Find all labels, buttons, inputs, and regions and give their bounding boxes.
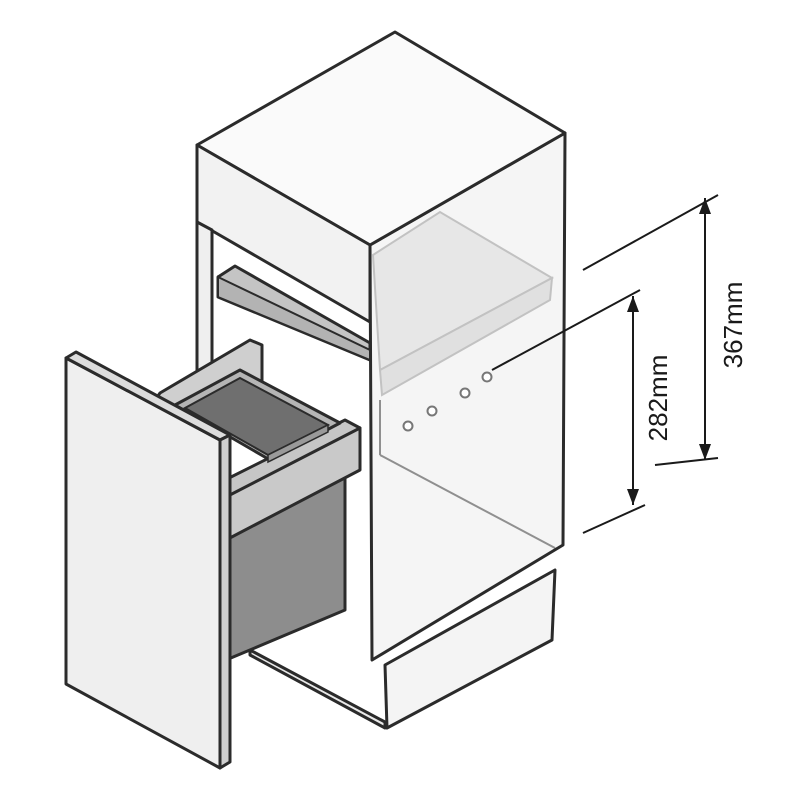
mounting-holes bbox=[402, 371, 493, 432]
front-door-panel bbox=[64, 350, 232, 770]
interior-bottom bbox=[379, 400, 556, 549]
dimension-inner bbox=[491, 289, 646, 534]
dimension-inner-label: 282mm bbox=[643, 355, 673, 442]
cabinet-plinth bbox=[248, 568, 557, 730]
dimension-outer bbox=[582, 194, 719, 466]
interior-shelf bbox=[371, 210, 555, 397]
cabinet-top-rail bbox=[195, 143, 372, 324]
dimension-outer-label: 367mm bbox=[718, 282, 748, 369]
bin-rim bbox=[173, 368, 342, 464]
